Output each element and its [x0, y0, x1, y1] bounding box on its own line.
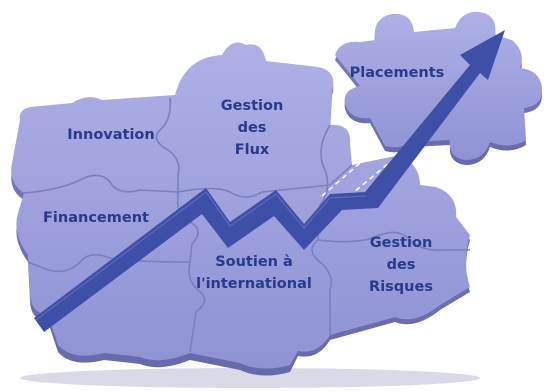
placements-piece	[335, 11, 543, 160]
label-soutien-1: Soutien à	[215, 254, 293, 270]
puzzle-body	[11, 42, 470, 369]
label-financement: Financement	[43, 210, 149, 226]
label-gestion-flux-1: Gestion	[221, 98, 284, 114]
arrow-highlight	[35, 191, 367, 321]
label-gestion-risques-3: Risques	[369, 279, 433, 295]
label-placements: Placements	[350, 65, 445, 81]
growth-arrow	[34, 30, 505, 332]
shadow	[20, 368, 480, 388]
label-soutien-2: l'international	[196, 276, 312, 292]
puzzle-seams	[23, 97, 470, 353]
label-gestion-risques-2: des	[387, 257, 416, 273]
label-gestion-flux-2: des	[238, 120, 267, 136]
label-innovation: Innovation	[67, 127, 154, 143]
label-gestion-risques-1: Gestion	[370, 235, 433, 251]
label-gestion-flux-3: Flux	[235, 142, 270, 158]
